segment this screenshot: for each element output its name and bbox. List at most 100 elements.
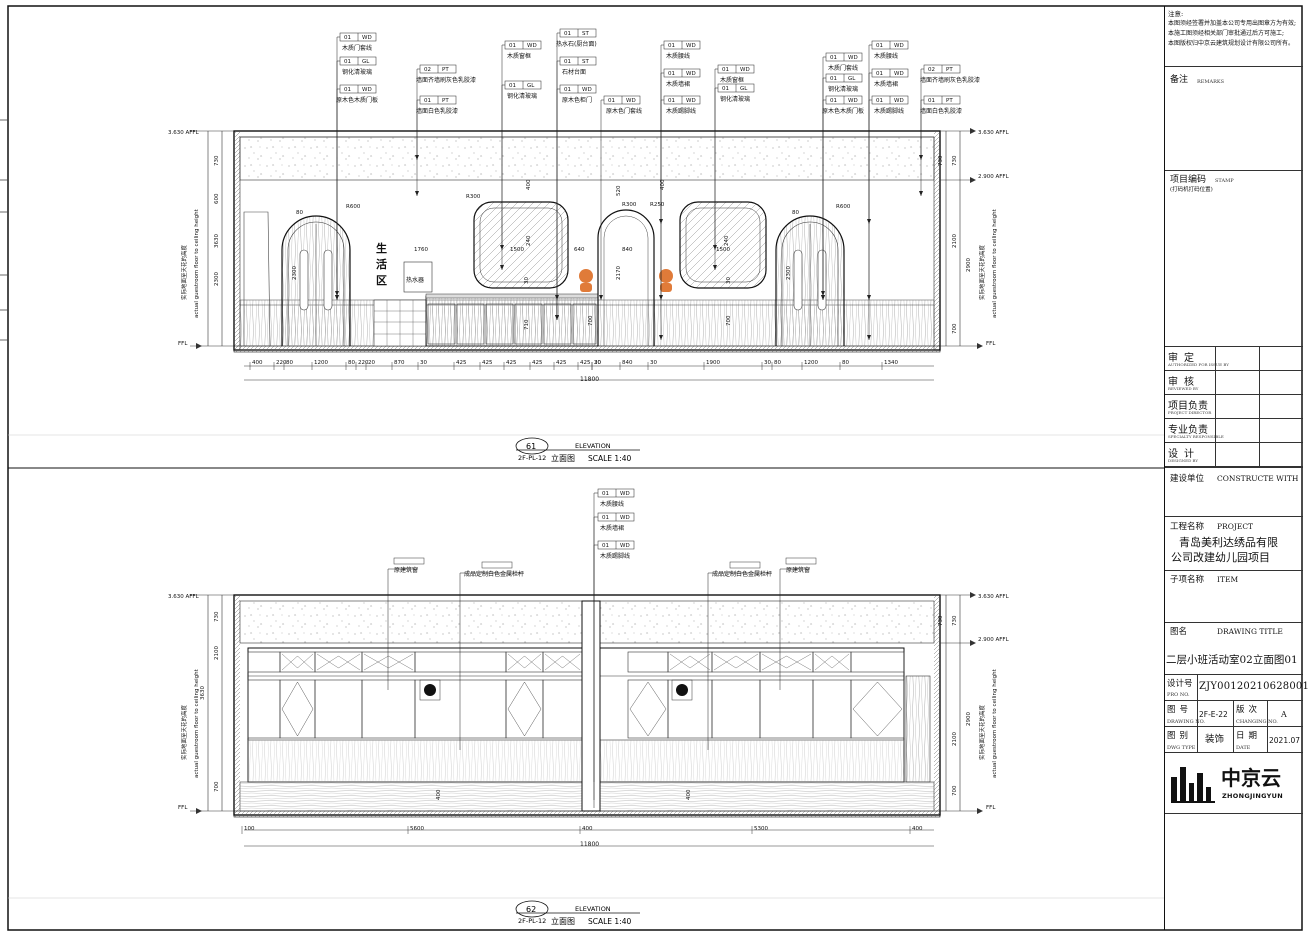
- category-row: 图别 DWG TYPE 装饰 日期 DATE 2021.07: [1165, 727, 1303, 753]
- inner-dimension: 640: [574, 247, 585, 253]
- kid-figure-icon: [659, 269, 673, 292]
- callout-tag-number: 01: [424, 98, 431, 104]
- elev-scale-2: SCALE 1:40: [588, 917, 631, 926]
- height-caption-en-2-right: actual guestroom floor to ceiling height: [992, 668, 998, 778]
- callout-leader: [779, 568, 810, 690]
- callout-tag-code: PT: [442, 98, 449, 104]
- level-top-label-2: 3.630 AFFL: [168, 594, 200, 600]
- vent-icon: [424, 684, 436, 696]
- inner-dimension: 2300: [786, 266, 792, 280]
- callout-tag-code: GL: [848, 76, 856, 82]
- design-no-sub: PRO NO.: [1167, 692, 1190, 698]
- level-ceiling-label-2: 2.900 AFFL: [978, 637, 1010, 643]
- callout-tag-code: WD: [848, 55, 858, 61]
- sig-label: 项目负责: [1168, 401, 1208, 412]
- vertical-dimension: 2100: [952, 234, 958, 248]
- bottom-dimension: 425: [580, 360, 591, 366]
- inner-dimension: 1500: [510, 247, 524, 253]
- callout-leader: [868, 44, 872, 224]
- level-top-label-2-right: 3.630 AFFL: [978, 594, 1010, 600]
- logo-en: ZHONGJINGYUN: [1222, 792, 1283, 800]
- revision-value: A: [1281, 710, 1287, 719]
- design-no-label: 设计号: [1167, 679, 1193, 689]
- elev-number: 61: [526, 442, 536, 451]
- inner-dimension: 400: [526, 179, 532, 190]
- total-dim-2: 11800: [580, 841, 599, 848]
- vertical-dimension: 730: [952, 155, 958, 166]
- inner-dimension: 400: [686, 789, 692, 800]
- inner-dimension: 2170: [616, 266, 622, 280]
- callout-tag-code: WD: [527, 43, 537, 49]
- callout-tag-number: 01: [564, 31, 571, 37]
- callout-text: 原木色木质门板: [336, 96, 378, 104]
- callout-tag-number: 02: [424, 67, 431, 73]
- callout-text: 木质墙裙: [874, 80, 898, 88]
- construct-cell: 建设单位 CONSTRUCTE WITH: [1165, 467, 1303, 517]
- revision-label: 版次: [1236, 705, 1262, 715]
- bottom-dimension: 30: [650, 360, 657, 366]
- bottom-dimension: 425: [482, 360, 493, 366]
- inner-dimension: 700: [726, 315, 732, 326]
- callout-tag-number: 01: [602, 515, 609, 521]
- callout-tag-code: PT: [442, 67, 449, 73]
- height-caption-cn-right: 实际地面至天花的高度: [978, 244, 986, 300]
- callout-leader: [387, 568, 418, 690]
- callout-text: 原木色门套线: [606, 107, 642, 115]
- bottom-dimension: 220: [358, 360, 369, 366]
- inner-dimension: 400: [436, 789, 442, 800]
- window-transom: [414, 651, 507, 673]
- callout-tag-number: 01: [509, 83, 516, 89]
- bottom-dimension: 1200: [804, 360, 818, 366]
- callout-leader: [600, 99, 604, 300]
- elev-title-2: 立面图: [551, 916, 575, 926]
- window-transom: [314, 651, 363, 673]
- callout-tag-code: WD: [362, 35, 372, 41]
- inner-dimension: 80: [296, 210, 303, 216]
- subitem-cell: 子项名称 ITEM: [1165, 571, 1303, 623]
- bottom-dimension: 400: [252, 360, 263, 366]
- bottom-dimension: 1200: [314, 360, 328, 366]
- cabinet-run: [373, 261, 599, 347]
- leader-arrow: [335, 295, 339, 300]
- window-left: [473, 201, 569, 289]
- inner-dimension: R600: [836, 204, 851, 210]
- elev-ref: 2F-PL-12: [518, 454, 546, 462]
- inner-dimension: 240: [526, 235, 532, 246]
- callout-text: 原木色木质门板: [822, 107, 864, 115]
- bottom-dimension: 20: [368, 360, 375, 366]
- callout-tag-number: 01: [876, 43, 883, 49]
- elevation-62: [190, 592, 983, 847]
- ffl-label-2: FFL: [178, 805, 188, 811]
- sig-sub: DESIGNED BY: [1168, 458, 1199, 463]
- inner-dimension: 80: [792, 210, 799, 216]
- window-pane: [812, 679, 852, 739]
- callout-tag-code: PT: [946, 67, 953, 73]
- inner-dimension: R600: [346, 204, 361, 210]
- window-transom: [361, 651, 416, 673]
- callout-text: 钢化清玻璃: [720, 95, 750, 103]
- sig-sub: REVIEWED BY: [1168, 386, 1199, 391]
- callout-tag-number: 01: [602, 543, 609, 549]
- window-transom: [850, 651, 905, 673]
- project-en: PROJECT: [1217, 522, 1254, 531]
- window-right: [679, 201, 767, 289]
- zone-label-3: 区: [376, 274, 387, 287]
- subitem-label: 子项名称: [1170, 575, 1205, 585]
- window-pane: [542, 679, 583, 739]
- inner-dimension: R300: [622, 202, 637, 208]
- inner-dimension: 400: [660, 179, 666, 190]
- inner-dimension: 240: [724, 235, 730, 246]
- bottom-dimension: 870: [394, 360, 405, 366]
- window-transom: [279, 651, 316, 673]
- leader-arrow: [599, 295, 603, 300]
- logo-mark-icon: [1171, 767, 1215, 803]
- inner-dimension: 30: [726, 277, 732, 284]
- callout-tag-code: WD: [686, 43, 696, 49]
- window-pane: [279, 679, 316, 739]
